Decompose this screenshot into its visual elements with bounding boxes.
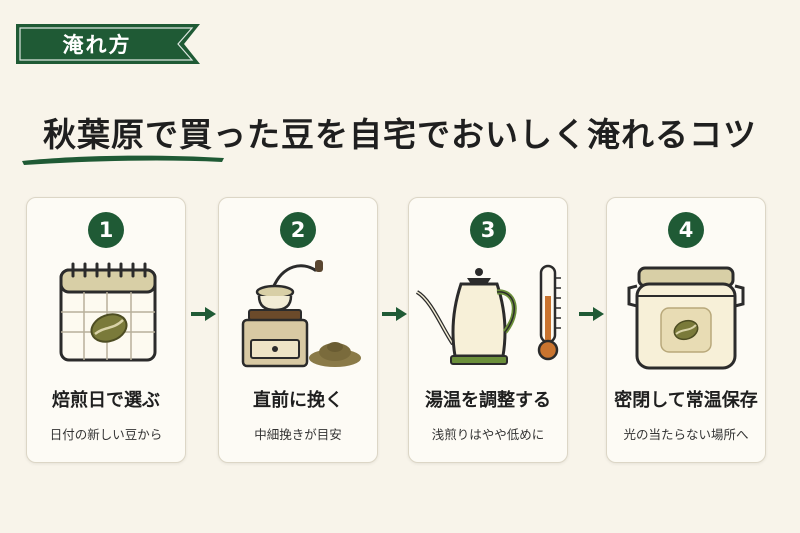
step-title: 焙煎日で選ぶ: [52, 390, 160, 411]
arrow-right-icon: [191, 307, 216, 321]
calendar-coffee-bean-icon: [27, 256, 185, 376]
step-subtitle: 中細挽きが目安: [254, 427, 342, 442]
section-badge-label: 淹れ方: [62, 33, 132, 57]
step-number-badge: 3: [470, 212, 506, 248]
step-subtitle: 光の当たらない場所へ: [623, 427, 749, 442]
step-card-2: 2 直前に挽く 中細挽きが目安: [218, 197, 378, 463]
step-card-3: 3 湯温を調整する 浅煎りはやや低めに: [408, 197, 568, 463]
step-number-badge: 1: [88, 212, 124, 248]
ribbon-shape: [16, 24, 200, 64]
kettle-thermometer-icon: [409, 256, 567, 376]
step-title: 密閉して常温保存: [614, 390, 758, 411]
step-card-1: 1 焙煎日で選ぶ 日付の新しい豆から: [26, 197, 186, 463]
arrow-right-icon: [579, 307, 604, 321]
step-title: 湯温を調整する: [425, 390, 551, 411]
title-underline-brush: [22, 155, 224, 165]
step-number-badge: 2: [280, 212, 316, 248]
page-title: 秋葉原で買った豆を自宅でおいしく淹れるコツ: [0, 108, 800, 156]
section-badge: 淹れ方: [12, 20, 204, 68]
step-number-badge: 4: [668, 212, 704, 248]
step-title: 直前に挽く: [253, 390, 343, 411]
page-title-rest: で買った豆を自宅でおいしく淹れるコツ: [145, 115, 757, 154]
step-subtitle: 浅煎りはやや低めに: [431, 427, 545, 442]
page-title-accent: 秋葉原: [43, 115, 145, 154]
step-card-4: 4 密閉して常温保存 光の当たらない場所へ: [606, 197, 766, 463]
arrow-right-icon: [382, 307, 407, 321]
coffee-grinder-icon: [219, 256, 377, 376]
storage-canister-icon: [607, 256, 765, 376]
step-subtitle: 日付の新しい豆から: [49, 427, 163, 442]
